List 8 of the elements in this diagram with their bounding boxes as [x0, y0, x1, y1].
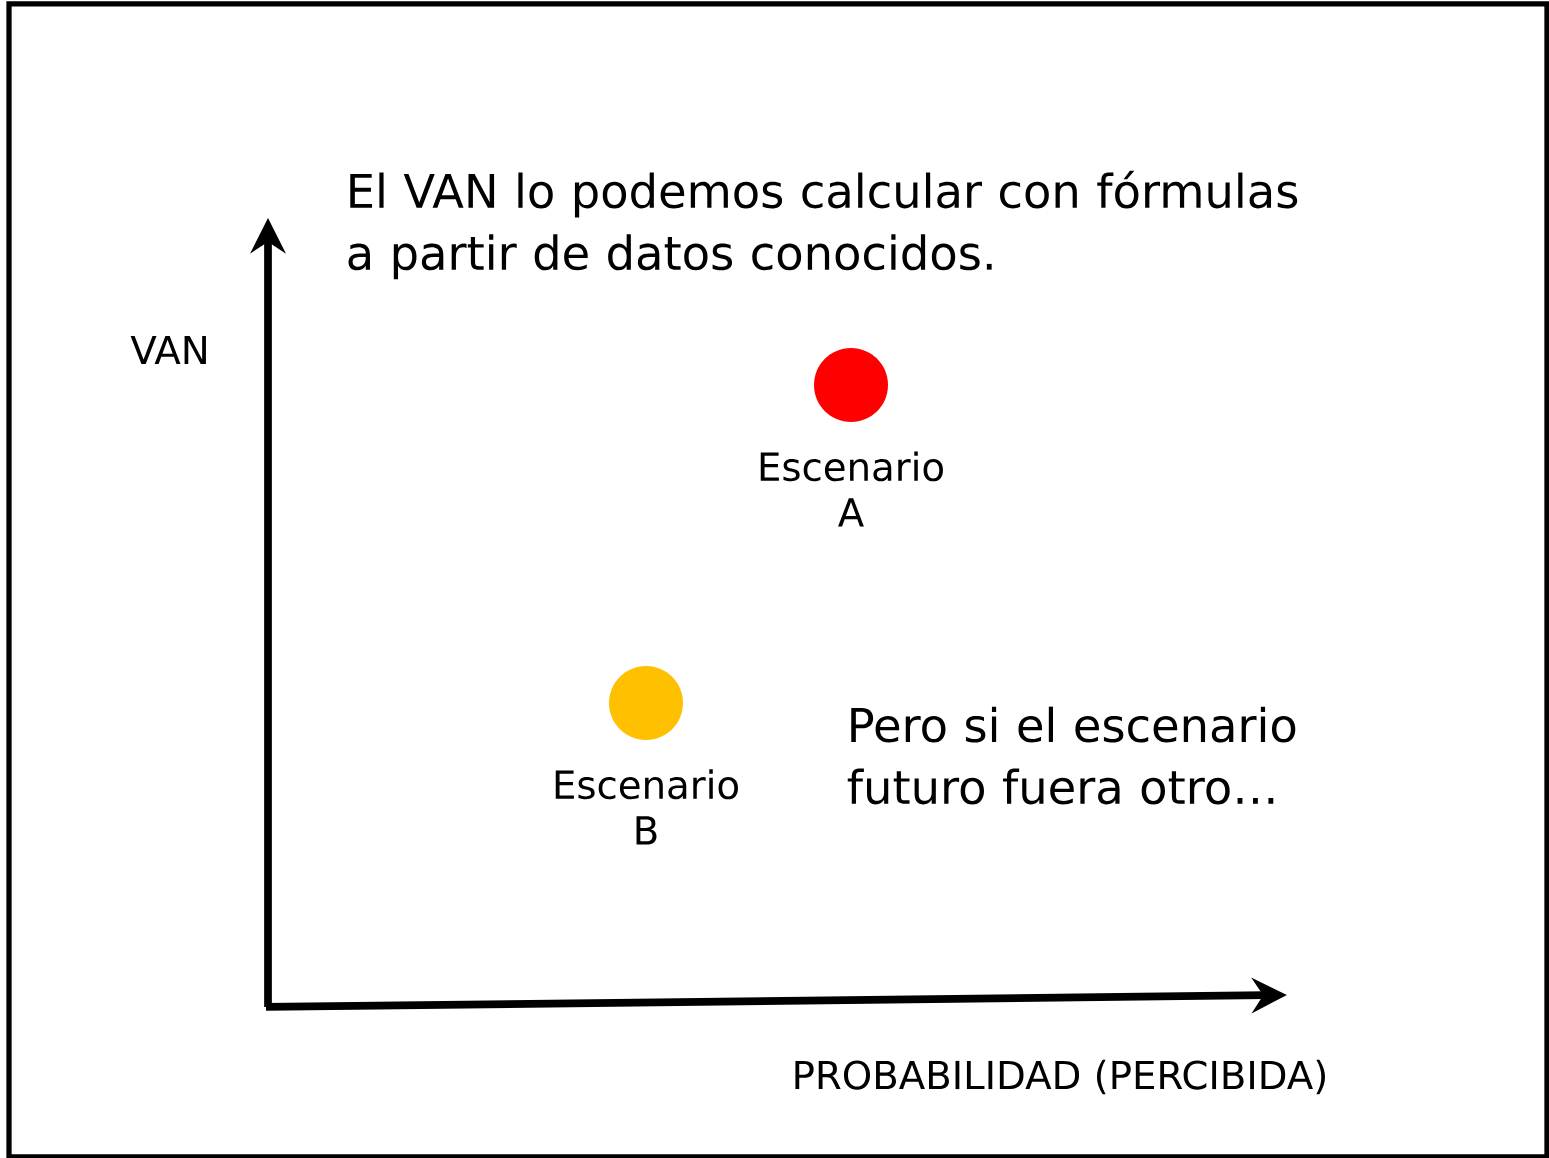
- axis-label: VAN: [130, 335, 206, 365]
- point-label: Escenario B: [555, 769, 738, 845]
- axis-label: PROBABILIDAD (PERCIBIDA): [795, 1059, 1325, 1095]
- scenario-dot: [609, 666, 683, 740]
- note-text: El VAN lo podemos calcular con fórmulas a partir de datos conocidos.: [348, 170, 1298, 280]
- point-label: Escenario A: [760, 451, 943, 527]
- scenario-dot: [814, 348, 888, 422]
- note-text: Pero si el escenario futuro fuera otro…: [847, 706, 1296, 805]
